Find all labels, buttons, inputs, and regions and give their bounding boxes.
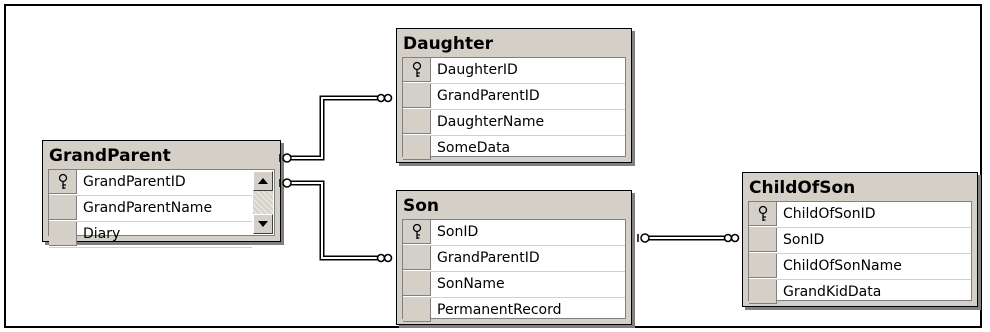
row-selector[interactable]: [403, 110, 431, 134]
table-columns: DaughterID GrandParentID DaughterName So…: [402, 57, 626, 160]
vertical-scrollbar[interactable]: [253, 171, 273, 234]
scroll-down-arrow-icon: [258, 221, 268, 227]
row-selector[interactable]: [49, 196, 77, 220]
column-row[interactable]: GrandParentID: [403, 246, 625, 272]
scroll-up-arrow-icon: [258, 178, 268, 184]
key-icon: [412, 223, 422, 239]
row-selector[interactable]: [49, 222, 77, 246]
row-selector[interactable]: [403, 58, 431, 82]
table-daughter[interactable]: Daughter DaughterID GrandParentID Daught…: [396, 28, 632, 163]
column-name: SonName: [437, 276, 505, 292]
scroll-down-button[interactable]: [253, 214, 273, 234]
key-icon: [58, 173, 68, 189]
column-name: SonID: [783, 232, 825, 248]
column-row[interactable]: ChildOfSonName: [749, 254, 971, 280]
column-row[interactable]: DaughterID: [403, 58, 625, 84]
column-row[interactable]: GrandParentID: [49, 170, 252, 196]
row-selector[interactable]: [403, 272, 431, 296]
row-selector[interactable]: [749, 228, 777, 252]
key-icon: [412, 61, 422, 77]
column-row[interactable]: GrandParentID: [403, 84, 625, 110]
row-selector[interactable]: [749, 254, 777, 278]
column-name: DaughterName: [437, 114, 545, 130]
column-name: GrandParentName: [83, 200, 213, 216]
row-selector[interactable]: [749, 202, 777, 226]
table-grandparent[interactable]: GrandParent GrandParentID GrandParentNam…: [42, 140, 281, 248]
column-name: GrandKidData: [783, 284, 882, 300]
column-row[interactable]: ChildOfSonID: [749, 202, 971, 228]
row-selector[interactable]: [403, 220, 431, 244]
column-name: DaughterID: [437, 62, 518, 78]
column-row[interactable]: SomeData: [403, 136, 625, 161]
column-name: ChildOfSonID: [783, 206, 876, 222]
row-selector[interactable]: [403, 84, 431, 108]
column-name: GrandParentID: [83, 174, 186, 190]
column-row[interactable]: PermanentRecord: [403, 298, 625, 323]
table-title: GrandParent: [49, 146, 171, 166]
column-row[interactable]: SonName: [403, 272, 625, 298]
column-row[interactable]: DaughterName: [403, 110, 625, 136]
key-icon: [758, 205, 768, 221]
table-title: ChildOfSon: [749, 178, 856, 198]
column-row[interactable]: Diary: [49, 222, 252, 248]
table-title: Daughter: [403, 34, 493, 54]
table-son[interactable]: Son SonID GrandParentID SonName Permanen…: [396, 190, 632, 325]
row-selector[interactable]: [49, 170, 77, 194]
table-columns: GrandParentID GrandParentName Diary: [48, 169, 275, 248]
row-selector[interactable]: [403, 246, 431, 270]
table-title: Son: [403, 196, 440, 216]
table-columns: ChildOfSonID SonID ChildOfSonName GrandK…: [748, 201, 972, 304]
table-columns: SonID GrandParentID SonName PermanentRec…: [402, 219, 626, 322]
column-row[interactable]: GrandKidData: [749, 280, 971, 305]
column-name: SonID: [437, 224, 479, 240]
column-name: GrandParentID: [437, 250, 540, 266]
column-name: GrandParentID: [437, 88, 540, 104]
column-row[interactable]: SonID: [403, 220, 625, 246]
row-selector[interactable]: [403, 298, 431, 322]
column-row[interactable]: GrandParentName: [49, 196, 252, 222]
scroll-up-button[interactable]: [253, 171, 273, 191]
column-name: ChildOfSonName: [783, 258, 902, 274]
row-selector[interactable]: [749, 280, 777, 304]
column-name: SomeData: [437, 140, 511, 156]
column-name: PermanentRecord: [437, 302, 562, 318]
table-childofson[interactable]: ChildOfSon ChildOfSonID SonID ChildOfSon…: [742, 172, 978, 307]
column-row[interactable]: SonID: [749, 228, 971, 254]
column-name: Diary: [83, 226, 121, 242]
row-selector[interactable]: [403, 136, 431, 160]
